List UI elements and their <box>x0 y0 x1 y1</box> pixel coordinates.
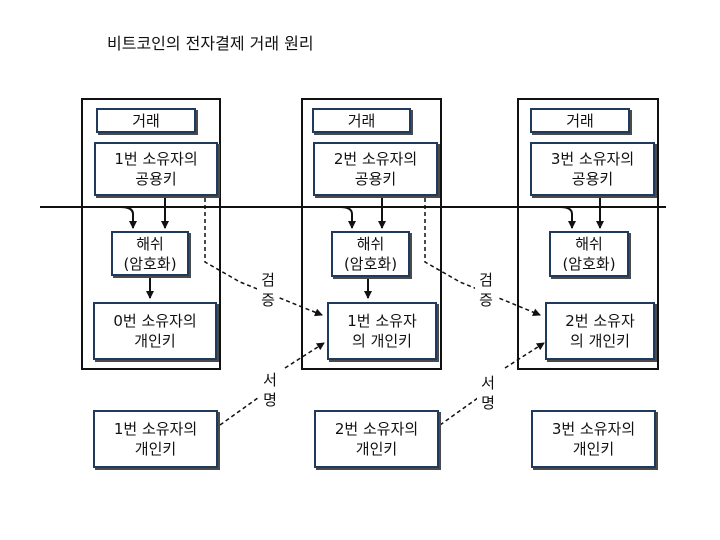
chain-to-hash-arrow-1 <box>119 206 137 229</box>
private-key-box-3: 2번 소유자 의 개인키 <box>545 302 655 360</box>
transaction-block-1 <box>81 98 221 370</box>
chain-to-hash-arrow-3 <box>559 206 576 229</box>
private-key-box-2: 1번 소유자 의 개인키 <box>327 302 437 360</box>
public-key-box-3: 3번 소유자의 공용키 <box>530 142 655 196</box>
transaction-block-3 <box>517 98 659 370</box>
sign-label-1: 서 명 <box>259 370 281 410</box>
verify-dashed-arrow-1 <box>204 198 323 317</box>
tx-label-2: 거래 <box>312 108 411 133</box>
sign-dashed-arrow-1 <box>219 343 324 426</box>
sign-dashed-arrow-2 <box>439 343 544 426</box>
hash-box-1: 해쉬 (암호화) <box>111 231 189 276</box>
private-key-box-1: 0번 소유자의 개인키 <box>93 302 217 360</box>
bottom-private-key-3: 3번 소유자의 개인키 <box>531 410 656 468</box>
bottom-private-key-1: 1번 소유자의 개인키 <box>93 410 218 468</box>
bottom-private-key-2: 2번 소유자의 개인키 <box>314 410 439 468</box>
verify-label-1: 검 증 <box>257 270 279 310</box>
tx-label-3: 거래 <box>530 108 630 133</box>
sign-label-2: 서 명 <box>477 373 499 413</box>
chain-to-hash-arrow-2 <box>339 206 356 229</box>
page-title: 비트코인의 전자결제 거래 원리 <box>107 34 314 53</box>
hash-box-3: 해쉬 (암호화) <box>549 231 629 277</box>
tx-label-1: 거래 <box>96 108 196 133</box>
hash-box-2: 해쉬 (암호화) <box>331 231 410 277</box>
public-key-box-1: 1번 소유자의 공용키 <box>94 142 218 196</box>
verify-label-2: 검 증 <box>475 270 497 310</box>
verify-dashed-arrow-2 <box>424 198 541 317</box>
transaction-block-2 <box>301 98 442 370</box>
public-key-box-2: 2번 소유자의 공용키 <box>313 142 438 196</box>
